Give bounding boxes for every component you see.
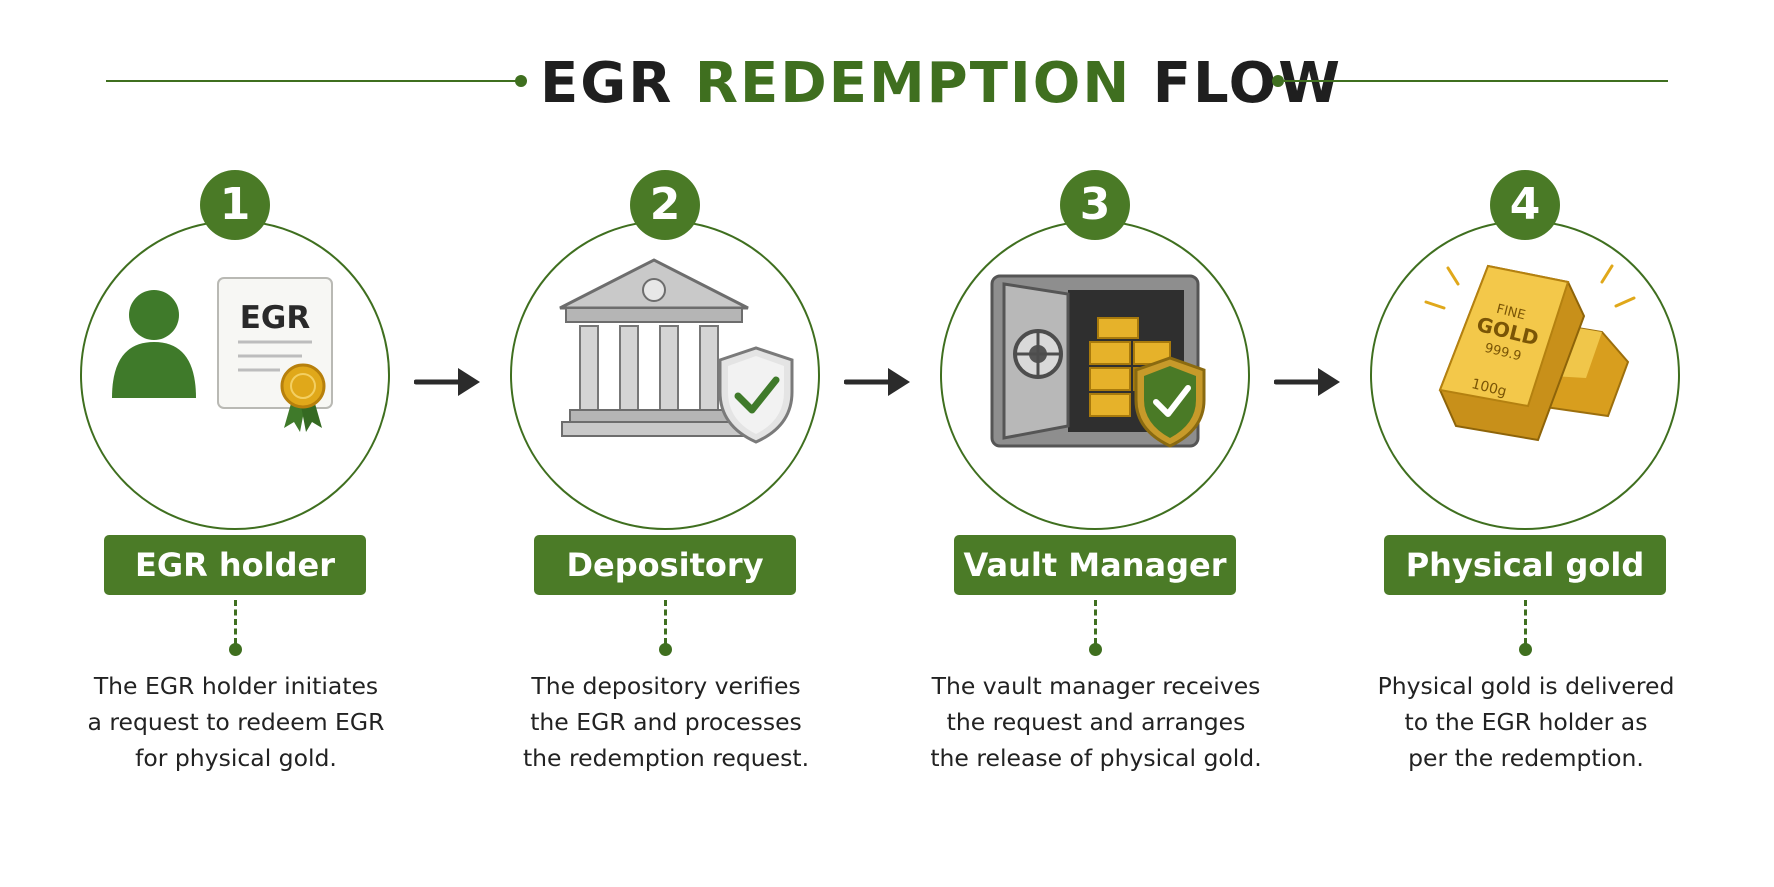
arrow-right-icon	[1274, 368, 1340, 396]
step-number-badge: 3	[1060, 170, 1130, 240]
description-line: the redemption request.	[522, 744, 810, 772]
description-line: the EGR and processes	[530, 708, 802, 736]
step-number-badge: 1	[200, 170, 270, 240]
connector-dot	[1089, 643, 1102, 656]
description-line: The vault manager receives	[931, 672, 1261, 700]
title-divider-right	[1284, 80, 1668, 82]
description-line: per the redemption.	[1408, 744, 1644, 772]
step-label: Vault Manager	[954, 535, 1236, 595]
step-3: 3 Vault Manager The vault manager receiv…	[916, 0, 1276, 887]
connector-dash	[1094, 600, 1097, 644]
description-line: a request to redeem EGR	[87, 708, 385, 736]
gold-bars-icon: FINE GOLD 999.9 100g	[1424, 264, 1636, 442]
step-4: 4 FINE GOLD 999.9 100g Physical gold Phy…	[1346, 0, 1706, 887]
description-line: The EGR holder initiates	[93, 672, 379, 700]
step-number-badge: 4	[1490, 170, 1560, 240]
title-word-3: FLOW	[1152, 51, 1343, 116]
connector-dash	[1524, 600, 1527, 644]
arrow-right-icon	[844, 368, 910, 396]
connector-dash	[234, 600, 237, 644]
description-line: the release of physical gold.	[930, 744, 1262, 772]
vault-gold-icon	[990, 274, 1206, 448]
connector-dot	[659, 643, 672, 656]
description-line: Physical gold is delivered	[1377, 672, 1675, 700]
description-line: The depository verifies	[531, 672, 801, 700]
step-description: The depository verifies the EGR and proc…	[486, 668, 846, 776]
title-word-1: EGR	[540, 51, 674, 116]
step-description: The vault manager receives the request a…	[916, 668, 1276, 776]
certificate-egr-text: EGR	[240, 300, 311, 336]
title-word-2: REDEMPTION	[694, 51, 1132, 116]
connector-dash	[664, 600, 667, 644]
title-dot-left	[515, 75, 527, 87]
connector-dot	[229, 643, 242, 656]
step-1: 1 EGR EGR holder The EGR holder initiate…	[56, 0, 416, 887]
description-line: the request and arranges	[946, 708, 1246, 736]
bank-shield-icon	[559, 258, 794, 444]
description-line: to the EGR holder as	[1404, 708, 1648, 736]
step-2: 2 Depository The depository verifies the…	[486, 0, 846, 887]
page-title: EGR REDEMPTION FLOW	[540, 44, 1340, 124]
title-divider-left	[106, 80, 516, 82]
step-label: Physical gold	[1384, 535, 1666, 595]
step-description: Physical gold is delivered to the EGR ho…	[1346, 668, 1706, 776]
title-dot-right	[1272, 75, 1284, 87]
step-number-badge: 2	[630, 170, 700, 240]
title-row: EGR REDEMPTION FLOW	[0, 44, 1774, 124]
step-label: EGR holder	[104, 535, 366, 595]
connector-dot	[1519, 643, 1532, 656]
step-label: Depository	[534, 535, 796, 595]
gold-bar-text-fine: FINE	[1495, 302, 1527, 324]
step-description: The EGR holder initiates a request to re…	[56, 668, 416, 776]
description-line: for physical gold.	[135, 744, 337, 772]
arrow-right-icon	[414, 368, 480, 396]
egr-holder-certificate-icon: EGR	[112, 277, 333, 432]
